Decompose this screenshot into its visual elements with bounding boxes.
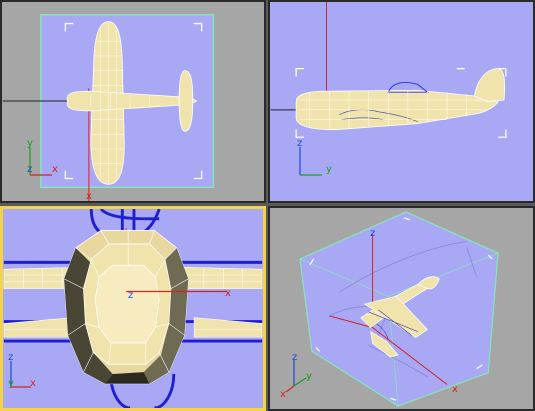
viewport-top-canvas[interactable] (2, 2, 264, 201)
plane-perspective-icon (360, 276, 440, 358)
axis-label-z: z (297, 138, 303, 149)
axis-label-z: z (27, 164, 33, 175)
axis-label-y: y (27, 138, 33, 149)
axis-tripod (5, 357, 45, 397)
cowling-front-icon (63, 229, 189, 385)
axis-label-y: y (326, 164, 332, 175)
axis-label-x: x (280, 389, 286, 400)
viewport-perspective[interactable]: z x z y x (268, 206, 535, 411)
axis-label-x: x (30, 378, 36, 389)
axis-label-z: z (292, 352, 298, 363)
world-axis-label-x: x (225, 288, 231, 299)
viewport-perspective-canvas[interactable] (270, 208, 533, 409)
axis-label-x: x (52, 164, 58, 175)
viewport-left-canvas[interactable] (270, 2, 533, 201)
viewport-top[interactable]: y z x x (0, 0, 266, 203)
world-axis-label-z: z (370, 228, 376, 239)
axis-tripod (282, 354, 322, 398)
viewport-front[interactable]: z x z y x (0, 206, 266, 411)
plane-side-icon (295, 68, 506, 130)
world-axis-label-x: x (452, 384, 458, 395)
axis-label-y: y (8, 378, 14, 389)
world-axis-label-x: x (86, 191, 92, 202)
axis-label-y: y (306, 371, 312, 382)
viewport-left[interactable]: z y (268, 0, 535, 203)
axis-tripod (24, 142, 64, 182)
viewport-front-canvas[interactable] (3, 209, 263, 408)
axis-tripod (294, 142, 334, 182)
world-axis-label-z: z (128, 290, 134, 301)
axis-label-z: z (8, 352, 14, 363)
